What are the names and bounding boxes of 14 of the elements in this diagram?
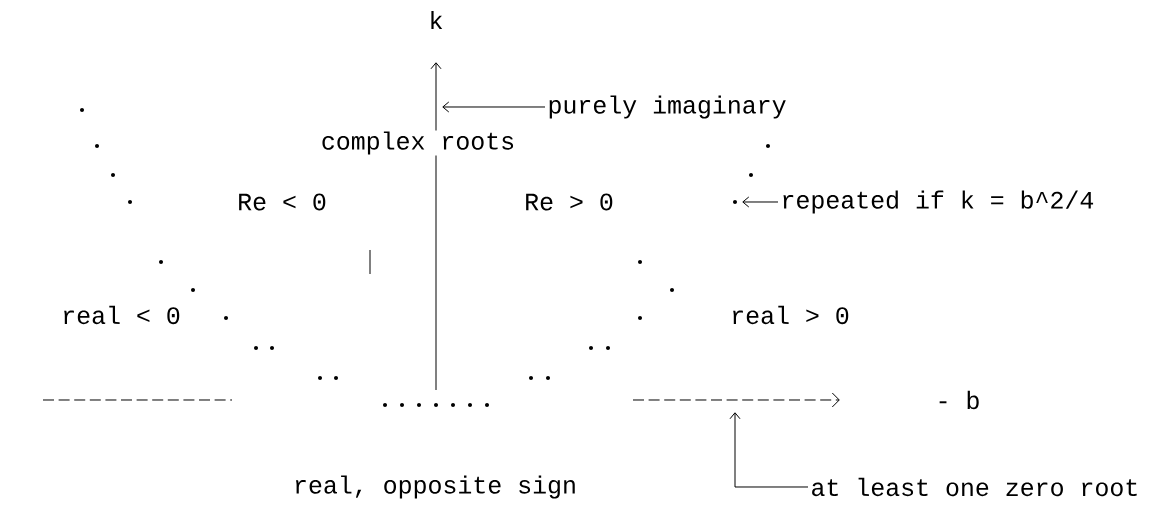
annotation-text: purely imaginary (549, 95, 786, 119)
leader-arrow (442, 101, 546, 113)
region-label: Re > 0 (523, 192, 615, 212)
axis-label: k (427, 9, 445, 30)
annotation-text: repeated if k = b^2/4 (783, 190, 1094, 214)
region-label: real > 0 (729, 304, 851, 326)
region-label: real, opposite sign (292, 474, 578, 500)
leader-arrow (742, 196, 779, 208)
leader-arrow (729, 412, 809, 488)
annotation-text: at least one zero root (812, 477, 1137, 497)
region-label: complex roots (319, 130, 517, 156)
axis-label: - b (934, 389, 982, 411)
region-label: real < 0 (60, 304, 182, 326)
region-label: Re < 0 (236, 192, 328, 212)
